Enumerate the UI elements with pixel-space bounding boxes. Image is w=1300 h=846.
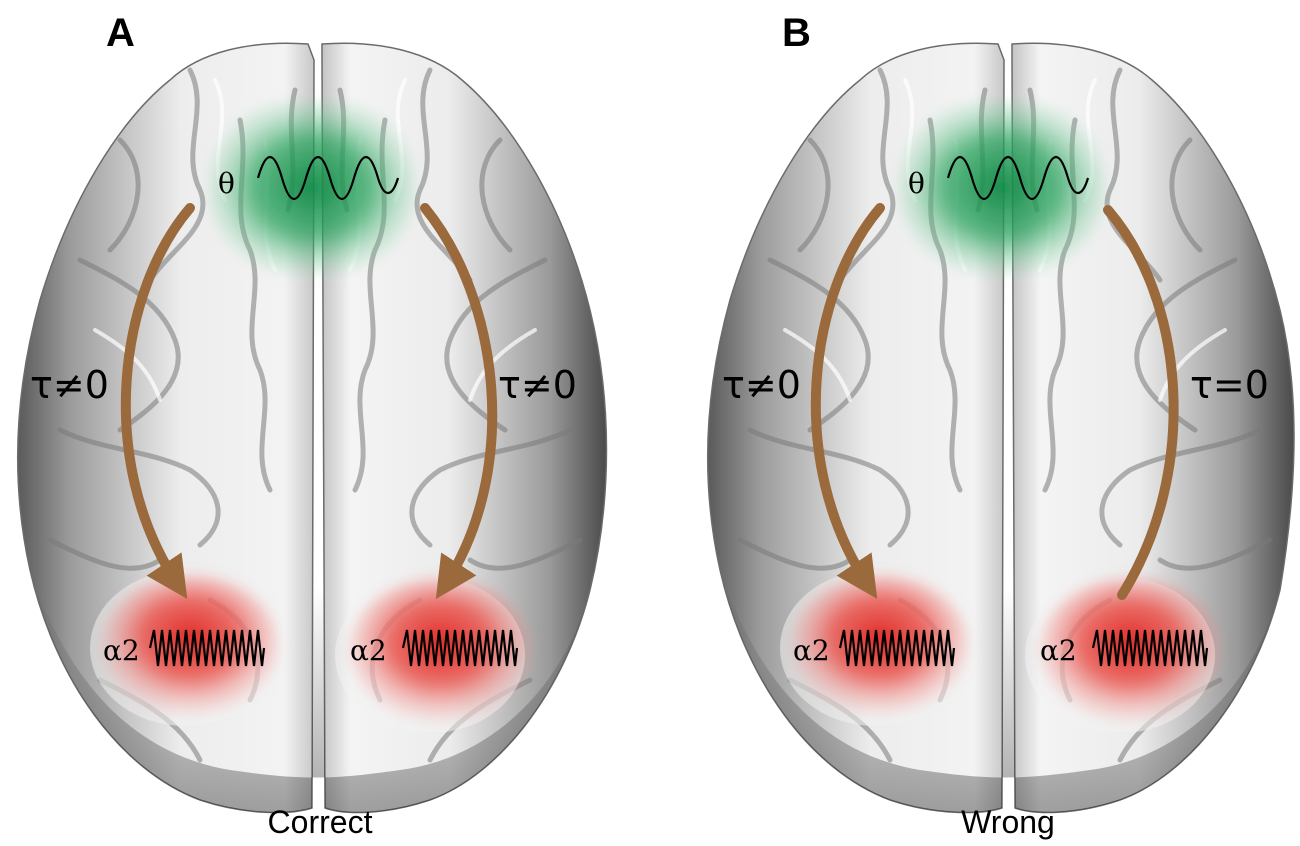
alpha2-wave-icon-left (838, 629, 956, 667)
left-coupling-arrow (810, 203, 885, 600)
right-coupling-arrow (420, 203, 498, 600)
panel-b: θ α2 α2 τ≠0 τ=0 B Wrong (706, 11, 1295, 840)
tau-label-left: τ≠0 (30, 363, 109, 407)
alpha2-wave-icon-right (1091, 629, 1209, 667)
tau-label-right: τ≠0 (498, 363, 577, 407)
panel-letter-a: A (106, 11, 135, 55)
frontal-theta-region: θ (898, 100, 1106, 275)
alpha2-label-left: α2 (103, 634, 140, 667)
right-coupling-line (1103, 205, 1179, 600)
alpha2-label-right: α2 (1040, 634, 1077, 667)
tau-label-right: τ=0 (1190, 363, 1269, 407)
right-alpha2-region: α2 (335, 577, 530, 733)
left-coupling-arrow (120, 203, 195, 600)
caption-correct: Correct (268, 804, 373, 840)
right-alpha2-region: α2 (1025, 577, 1220, 733)
theta-wave-icon (946, 156, 1090, 200)
panel-a: θ α2 α2 τ≠0 τ≠0 A Correct (16, 11, 608, 840)
alpha2-wave-icon-right (401, 629, 519, 667)
alpha2-label-left: α2 (793, 634, 830, 667)
alpha2-label-right: α2 (350, 634, 387, 667)
frontal-theta-region: θ (208, 100, 416, 275)
caption-wrong: Wrong (961, 804, 1055, 840)
theta-label: θ (908, 167, 925, 200)
alpha2-wave-icon-left (148, 629, 266, 667)
tau-label-left: τ≠0 (722, 363, 801, 407)
panel-letter-b: B (782, 11, 811, 55)
left-alpha2-region: α2 (90, 570, 280, 726)
left-alpha2-region: α2 (780, 570, 970, 726)
theta-label: θ (218, 167, 235, 200)
theta-wave-icon (256, 156, 400, 200)
